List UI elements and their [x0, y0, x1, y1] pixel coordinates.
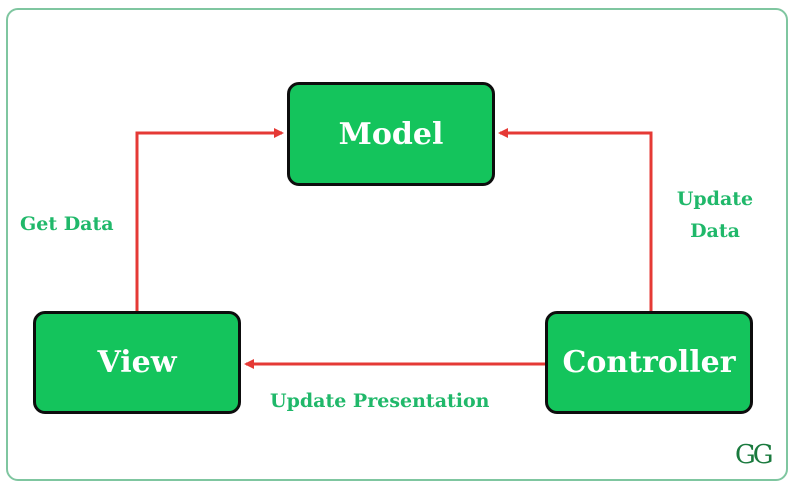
- arrow-controller-to-model: [498, 128, 653, 311]
- diagram-frame: [6, 8, 788, 481]
- update-presentation-label: Update Presentation: [270, 390, 490, 412]
- view-node: View: [33, 311, 241, 414]
- brand-logo: GG: [735, 440, 774, 470]
- arrow-view-to-model: [135, 128, 284, 311]
- view-node-label: View: [97, 345, 177, 380]
- controller-node: Controller: [545, 311, 753, 414]
- model-node-label: Model: [338, 116, 444, 152]
- update-data-label-line2: Data: [690, 220, 740, 242]
- model-node: Model: [287, 82, 495, 186]
- update-data-label-line1: Update: [676, 188, 754, 210]
- controller-node-label: Controller: [562, 345, 736, 380]
- update-data-label: Update Data: [660, 183, 770, 247]
- get-data-label: Get Data: [20, 213, 114, 235]
